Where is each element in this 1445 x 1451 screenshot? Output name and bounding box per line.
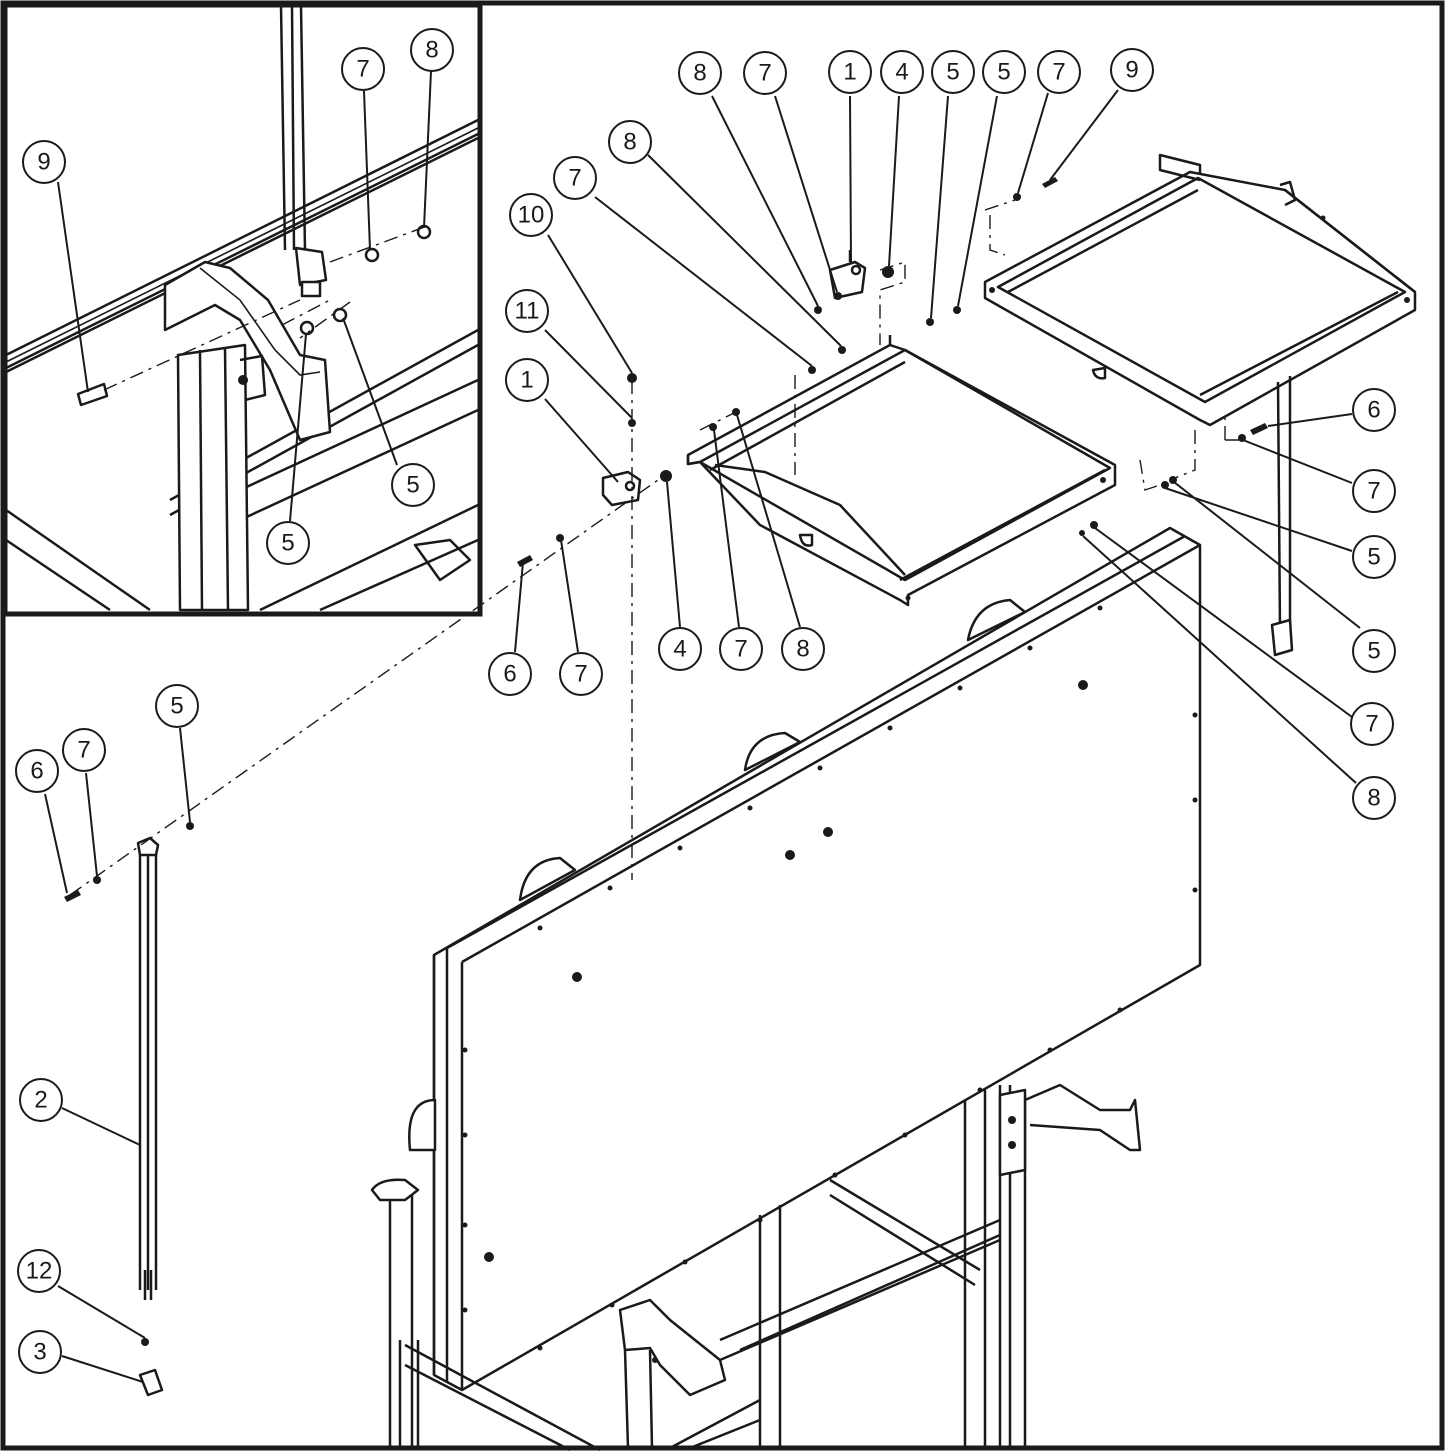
svg-text:6: 6 (503, 661, 516, 688)
balloon-b-33: 2 (19, 1078, 63, 1122)
balloon-b-23: 7 (1350, 702, 1394, 746)
balloon-b-21: 5 (1352, 535, 1396, 579)
svg-text:5: 5 (997, 59, 1010, 86)
svg-text:4: 4 (673, 636, 686, 663)
svg-text:4: 4 (895, 59, 908, 86)
svg-text:8: 8 (1367, 785, 1380, 812)
top-bracket-1 (828, 250, 867, 300)
small-hardware (64, 177, 1268, 1346)
balloon-b-31: 6 (15, 749, 59, 793)
svg-text:5: 5 (1367, 638, 1380, 665)
left-bracket-1 (601, 470, 642, 507)
alignment-lines (69, 199, 1245, 896)
balloon-b-15: 7 (553, 156, 597, 200)
balloon-b-16: 10 (509, 193, 553, 237)
balloon-b-27: 8 (781, 627, 825, 671)
balloon-b-30: 5 (155, 684, 199, 728)
balloon-b-26: 7 (719, 627, 763, 671)
svg-text:8: 8 (796, 636, 809, 663)
svg-text:3: 3 (33, 1339, 46, 1366)
balloon-b-11: 5 (982, 50, 1026, 94)
svg-text:5: 5 (170, 693, 183, 720)
svg-text:8: 8 (623, 129, 636, 156)
balloon-b-4: 5 (391, 463, 435, 507)
balloon-b-28: 6 (488, 652, 532, 696)
svg-text:7: 7 (568, 165, 581, 192)
svg-text:12: 12 (26, 1258, 53, 1285)
svg-text:7: 7 (1367, 478, 1380, 505)
balloon-b-10: 5 (931, 50, 975, 94)
svg-text:2: 2 (34, 1087, 47, 1114)
balloon-b-9: 4 (880, 50, 924, 94)
svg-text:7: 7 (574, 661, 587, 688)
svg-text:7: 7 (734, 636, 747, 663)
svg-text:6: 6 (1367, 397, 1380, 424)
svg-text:9: 9 (1125, 57, 1138, 84)
balloon-b-34: 12 (17, 1249, 61, 1293)
balloon-b-19: 6 (1352, 388, 1396, 432)
balloon-b-13: 9 (1110, 48, 1154, 92)
svg-text:5: 5 (1367, 544, 1380, 571)
balloon-b-1: 9 (22, 140, 66, 184)
balloon-b-2: 7 (341, 47, 385, 91)
leader-lines (44, 70, 1361, 1383)
svg-text:5: 5 (406, 472, 419, 499)
svg-text:7: 7 (1052, 59, 1065, 86)
callout-balloons: 9 7 8 5 5 8 7 1 4 5 5 7 9 8 7 10 11 1 6 … (15, 28, 1396, 1374)
balloon-b-32: 7 (62, 728, 106, 772)
balloon-b-5: 5 (266, 521, 310, 565)
svg-text:11: 11 (515, 298, 540, 325)
svg-text:7: 7 (1365, 711, 1378, 738)
svg-text:1: 1 (843, 59, 856, 86)
balloon-b-14: 8 (608, 120, 652, 164)
balloon-b-7: 7 (743, 51, 787, 95)
balloon-b-17: 11 (505, 289, 549, 333)
svg-text:5: 5 (281, 530, 294, 557)
balloon-b-35: 3 (18, 1330, 62, 1374)
vertical-rod-2 (136, 836, 164, 1397)
back-panel (408, 526, 1202, 1392)
svg-text:7: 7 (356, 56, 369, 83)
svg-text:8: 8 (425, 37, 438, 64)
balloon-b-25: 4 (658, 627, 702, 671)
svg-text:6: 6 (30, 758, 43, 785)
svg-text:9: 9 (37, 149, 50, 176)
svg-text:8: 8 (693, 60, 706, 87)
balloon-b-3: 8 (410, 28, 454, 72)
svg-text:7: 7 (77, 737, 90, 764)
panel-rivets (462, 605, 1198, 1351)
balloon-b-12: 7 (1037, 50, 1081, 94)
lower-frame (370, 1083, 1142, 1451)
svg-text:7: 7 (758, 60, 771, 87)
balloon-b-8: 1 (828, 50, 872, 94)
balloon-b-29: 7 (559, 652, 603, 696)
svg-text:1: 1 (520, 367, 533, 394)
left-shelf (686, 335, 1117, 607)
balloon-b-18: 1 (505, 358, 549, 402)
balloon-b-24: 8 (1352, 776, 1396, 820)
balloon-b-20: 7 (1352, 469, 1396, 513)
svg-text:10: 10 (518, 202, 545, 229)
inset-detail (2, 2, 483, 617)
balloon-b-6: 8 (678, 51, 722, 95)
svg-text:5: 5 (946, 59, 959, 86)
balloon-b-22: 5 (1352, 629, 1396, 673)
right-shelf (983, 153, 1417, 657)
